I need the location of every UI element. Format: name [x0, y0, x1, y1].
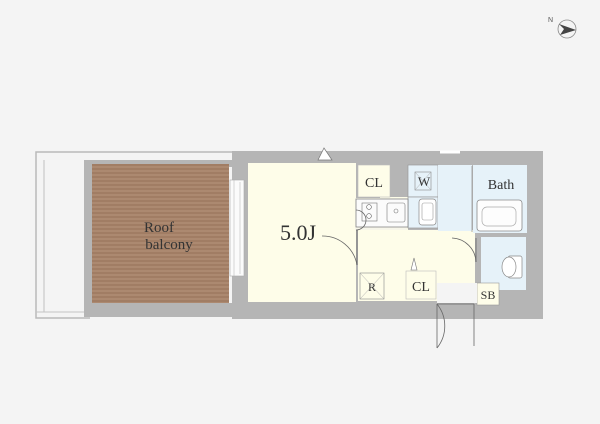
roof-balcony-deck — [92, 164, 229, 303]
balcony-door — [229, 179, 245, 277]
label-washer: W — [418, 174, 431, 189]
label-shoe-box: SB — [481, 288, 496, 302]
kitchen-counter — [355, 198, 409, 228]
bathtub — [476, 199, 523, 232]
closet-lower — [405, 270, 437, 300]
entrance — [437, 283, 477, 303]
doors — [321, 209, 477, 349]
refrigerator — [359, 272, 385, 300]
washer-area — [407, 164, 439, 198]
label-roof-balcony-line1: Roof — [144, 220, 174, 236]
label-closet-lower: CL — [412, 280, 430, 295]
label-refrigerator: R — [368, 280, 376, 294]
wet-room — [438, 165, 472, 231]
label-closet-upper: CL — [365, 176, 383, 191]
balcony-railing — [35, 151, 234, 319]
north-compass-icon: N — [548, 17, 577, 39]
label-bath: Bath — [488, 178, 514, 193]
main-room-floor — [248, 163, 356, 302]
label-roof-balcony-line2: balcony — [145, 237, 193, 253]
wall-fittings — [317, 147, 460, 271]
toilet — [501, 256, 517, 278]
svg-text:N: N — [548, 17, 553, 24]
closet-upper — [357, 164, 391, 198]
label-main-room: 5.0J — [280, 220, 317, 245]
